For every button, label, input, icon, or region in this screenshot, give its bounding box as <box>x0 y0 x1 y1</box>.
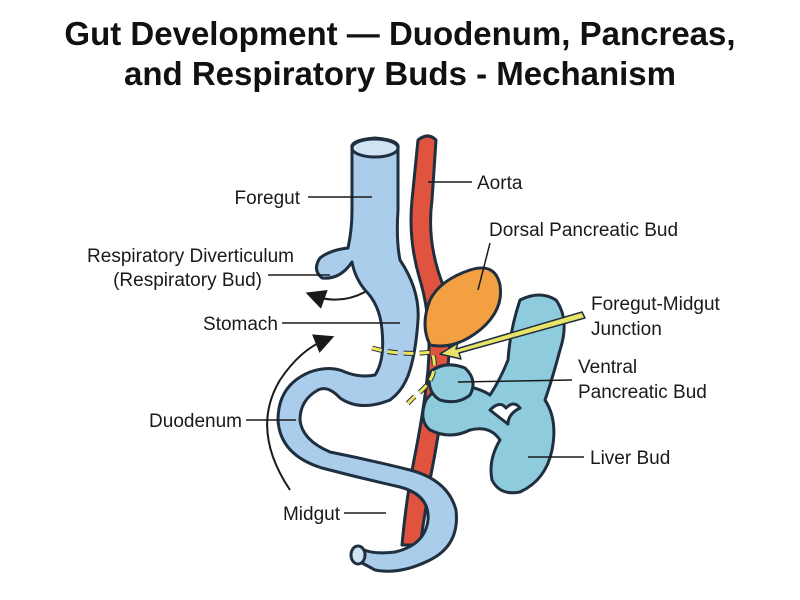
liver-notch <box>488 402 522 426</box>
label-ventral-line1: Ventral <box>578 357 637 378</box>
label-aorta: Aorta <box>477 173 523 194</box>
foregut-opening <box>350 137 400 159</box>
midgut-opening <box>349 544 367 566</box>
junction-dashed-line-fill <box>371 346 436 409</box>
liver-bud-shape <box>421 293 566 495</box>
page-title: Gut Development — Duodenum, Pancreas, an… <box>0 14 800 94</box>
label-stomach: Stomach <box>203 314 278 335</box>
label-junction-line2: Junction <box>591 319 662 340</box>
label-midgut: Midgut <box>283 504 341 525</box>
dorsal-bud-leader <box>477 242 491 291</box>
duodenum-rotation-arrow-icon <box>266 334 335 491</box>
label-respiratory-line2: (Respiratory Bud) <box>113 270 262 291</box>
label-junction-line1: Foregut-Midgut <box>591 294 721 315</box>
junction-arrow-icon <box>439 311 586 360</box>
label-duodenum: Duodenum <box>149 411 242 432</box>
ventral-pancreatic-bud-shape <box>427 363 475 404</box>
label-respiratory-line1: Respiratory Diverticulum <box>87 246 294 267</box>
dorsal-pancreatic-bud-shape <box>423 266 503 348</box>
label-liver-bud: Liver Bud <box>590 448 670 469</box>
label-ventral-line2: Pancreatic Bud <box>578 382 707 403</box>
label-foregut: Foregut <box>235 188 301 209</box>
title-line-1: Gut Development — Duodenum, Pancreas, <box>64 15 736 52</box>
label-dorsal-pancreatic-bud: Dorsal Pancreatic Bud <box>489 220 678 241</box>
ventral-bud-leader <box>457 379 573 383</box>
respiratory-rotation-arrow-icon <box>305 289 366 309</box>
title-line-2: and Respiratory Buds - Mechanism <box>124 55 676 92</box>
